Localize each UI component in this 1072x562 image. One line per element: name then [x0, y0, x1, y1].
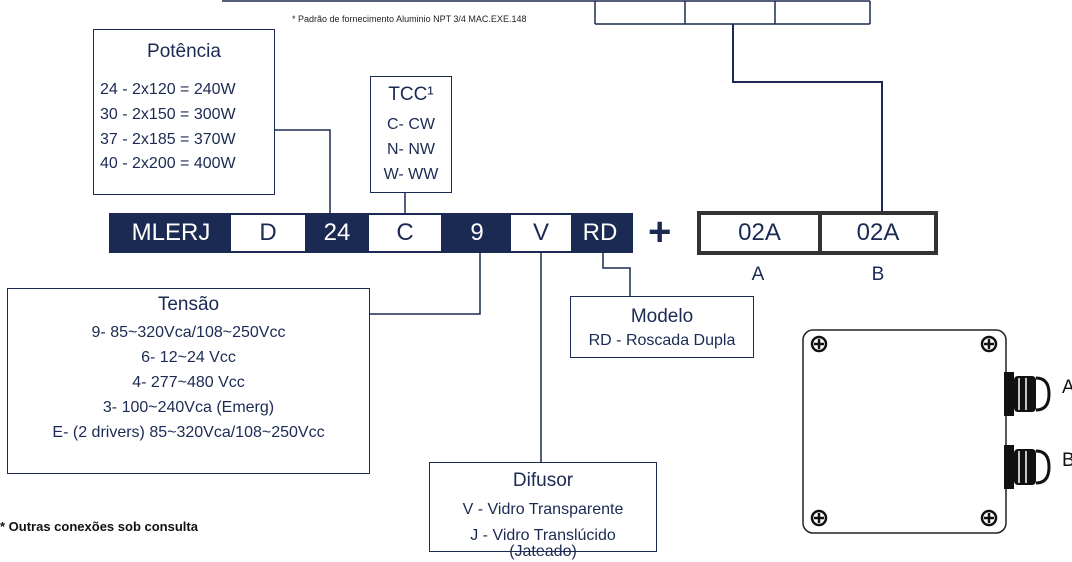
- tensao-item: 9- 85~320Vca/108~250Vcc: [91, 324, 286, 341]
- tcc-box: TCC¹ C- CW N- NW W- WW: [370, 76, 452, 193]
- screw-icon: [980, 335, 998, 353]
- tensao-box: Tensão 9- 85~320Vca/108~250Vcc 6- 12~24 …: [7, 288, 370, 474]
- connection-a-value: 02A: [738, 219, 781, 246]
- junction-box-illustration: [802, 329, 1051, 534]
- device-label-b: B: [1062, 450, 1072, 471]
- code-segment-diffuser: V: [511, 215, 571, 251]
- code-segment-power: 24: [307, 215, 367, 251]
- connections-frame: 02A 02A: [697, 211, 938, 255]
- product-code-bar: MLERJ D 24 C 9 V RD: [109, 213, 633, 253]
- difusor-title: Difusor: [512, 470, 574, 491]
- cable-gland-b-icon: [1004, 445, 1051, 489]
- footnote: * Outras conexões sob consulta: [0, 519, 198, 534]
- device-label-a: A: [1062, 377, 1072, 398]
- potencia-box: Potência 24 - 2x120 = 240W 30 - 2x150 = …: [93, 29, 275, 195]
- potencia-title: Potência: [147, 41, 221, 62]
- modelo-title: Modelo: [630, 306, 694, 327]
- tcc-title: TCC¹: [388, 84, 434, 105]
- difusor-box: Difusor V - Vidro Transparente J - Vidro…: [429, 462, 657, 560]
- tcc-item: C- CW: [387, 116, 435, 133]
- connection-b-value: 02A: [856, 219, 900, 246]
- difusor-item: (Jateado): [509, 543, 577, 560]
- tcc-item: N- NW: [387, 141, 435, 158]
- connection-a-letter: A: [751, 264, 765, 285]
- potencia-item: 40 - 2x200 = 400W: [100, 155, 236, 172]
- screw-icon: [980, 509, 998, 527]
- potencia-item: 37 - 2x185 = 370W: [100, 131, 236, 148]
- plus-sign: +: [648, 210, 672, 254]
- code-segment-tcc: C: [369, 215, 441, 251]
- tcc-item: W- WW: [383, 166, 439, 183]
- difusor-item: J - Vidro Translúcido: [470, 527, 616, 544]
- screw-icon: [810, 509, 828, 527]
- connection-b-letter: B: [871, 264, 885, 285]
- tensao-item: 4- 277~480 Vcc: [132, 374, 245, 391]
- connection-divider: [818, 215, 822, 251]
- connector-lines: [222, 0, 883, 462]
- tensao-title: Tensão: [157, 294, 220, 315]
- modelo-box: Modelo RD - Roscada Dupla: [570, 296, 754, 358]
- potencia-item: 24 - 2x120 = 240W: [100, 81, 236, 98]
- modelo-item: RD - Roscada Dupla: [588, 332, 736, 349]
- code-segment-model: RD: [571, 215, 629, 251]
- tensao-item: E- (2 drivers) 85~320Vca/108~250Vcc: [52, 424, 325, 441]
- screw-icon: [810, 335, 828, 353]
- supply-standard-note: * Padrão de fornecimento Aluminio NPT 3/…: [292, 14, 527, 24]
- code-segment-d: D: [231, 215, 305, 251]
- code-segment-voltage: 9: [445, 215, 509, 251]
- difusor-item: V - Vidro Transparente: [462, 501, 624, 518]
- cable-gland-a-icon: [1004, 372, 1051, 416]
- tensao-item: 6- 12~24 Vcc: [141, 349, 236, 366]
- tensao-item: 3- 100~240Vca (Emerg): [102, 399, 275, 416]
- potencia-item: 30 - 2x150 = 300W: [100, 106, 236, 123]
- code-segment-family: MLERJ: [117, 215, 225, 251]
